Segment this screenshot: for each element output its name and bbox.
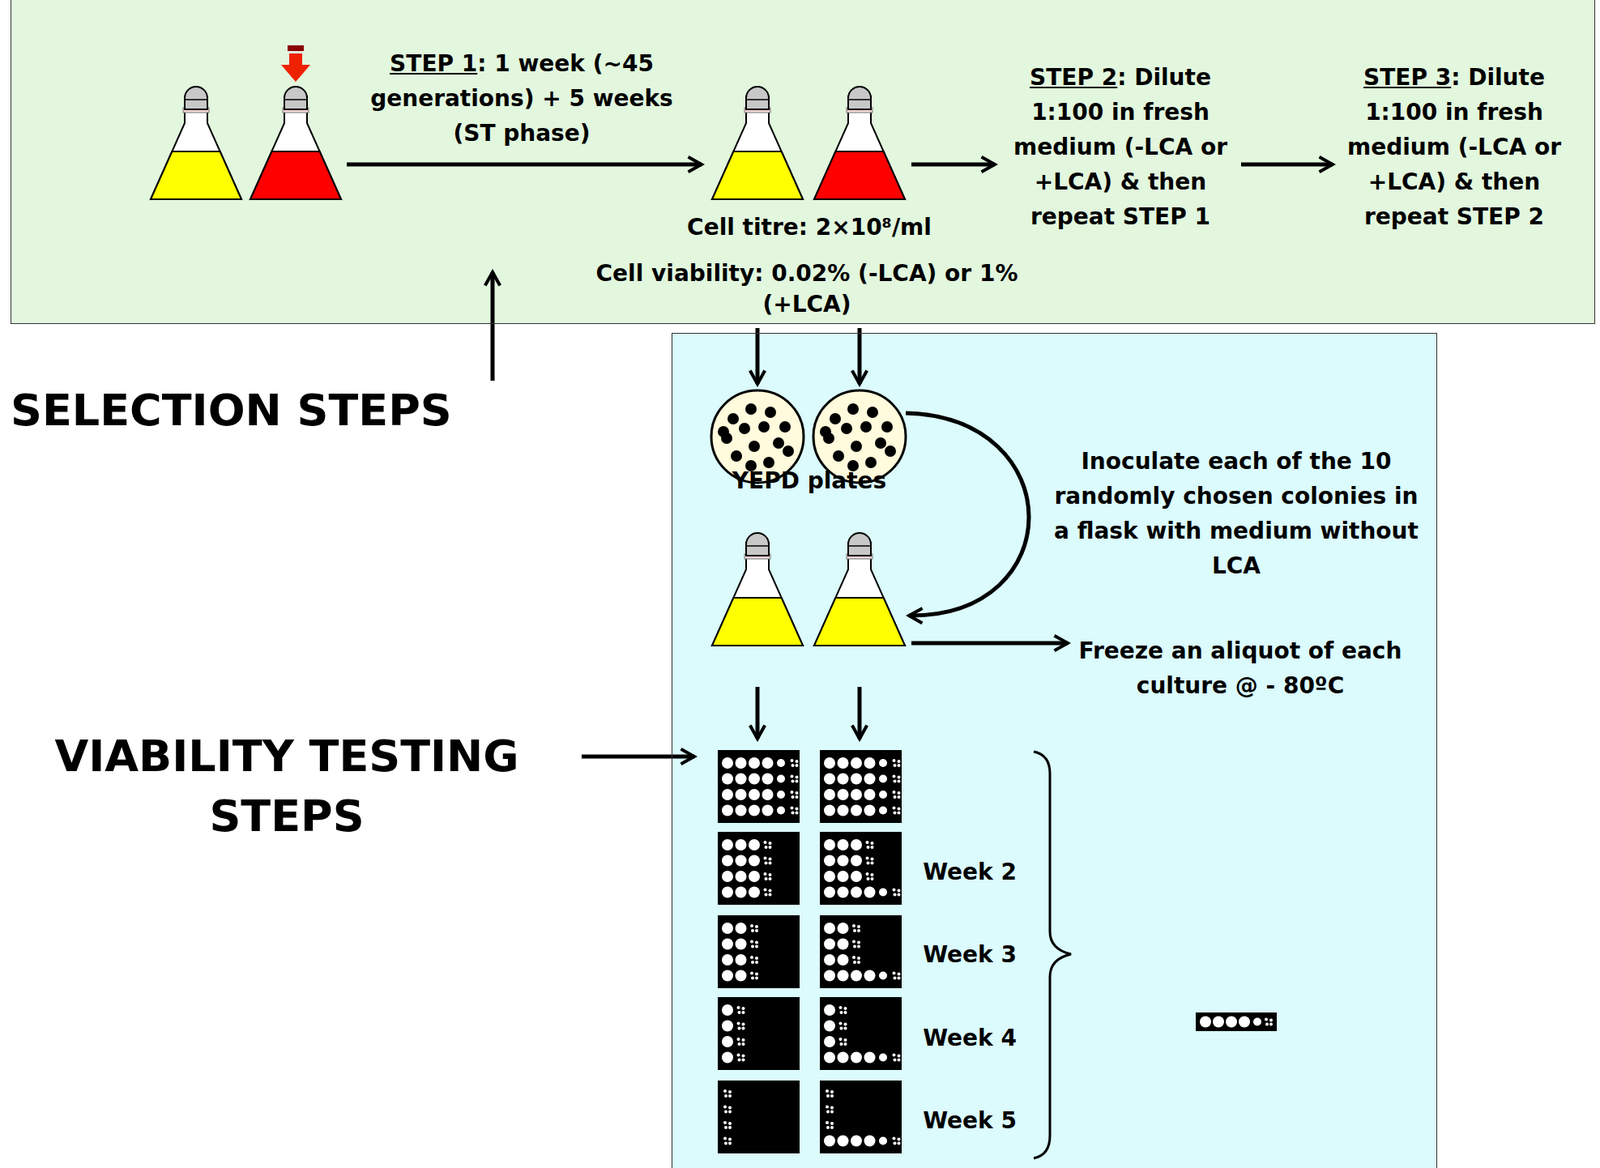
spot-plate — [717, 832, 800, 905]
flask — [814, 533, 905, 646]
spot-plate — [819, 1080, 902, 1154]
spot-plate — [717, 915, 800, 989]
step-text: Week 3 — [908, 937, 1031, 973]
spot-plate — [819, 915, 902, 989]
text-slot: Week 2 — [908, 854, 1031, 890]
bracket — [1033, 751, 1071, 1159]
step-text: Week 4 — [908, 1020, 1031, 1056]
text-slot: Cell viability: 0.02% (-LCA) or 1% (+LCA… — [571, 258, 1042, 320]
panel-fill — [671, 332, 1438, 1168]
flask — [250, 86, 342, 200]
text-slot: Week 3 — [908, 937, 1031, 973]
text-slot: Freeze an aliquot of each culture @ - 80… — [1062, 633, 1419, 704]
text-slot: Week 5 — [908, 1103, 1031, 1139]
addition-arrow — [281, 45, 311, 82]
flask — [712, 533, 803, 646]
section-label: SELECTION STEPS — [10, 380, 562, 441]
text-slot: Inoculate each of the 10 randomly chosen… — [1049, 443, 1423, 584]
spot-plate — [819, 832, 902, 905]
label-slot: VIABILITY TESTING STEPS — [3, 726, 571, 847]
flask — [712, 86, 803, 200]
text-slot: Week 4 — [908, 1020, 1031, 1056]
text-slot: Cell titre: 2×10⁸/ml — [639, 209, 980, 245]
text-slot: STEP 2: Dilute 1:100 in fresh medium (-L… — [1006, 59, 1234, 235]
spot-plate — [717, 997, 800, 1071]
spot-plate — [819, 997, 902, 1071]
step-text: Freeze an aliquot of each culture @ - 80… — [1062, 633, 1419, 704]
step-text: YEPD plates — [712, 463, 907, 499]
text-slot: YEPD plates — [712, 463, 907, 499]
step-text: STEP 2: Dilute 1:100 in fresh medium (-L… — [1006, 59, 1234, 235]
step-text: Cell titre: 2×10⁸/ml — [639, 209, 980, 245]
step-text: Cell viability: 0.02% (-LCA) or 1% (+LCA… — [571, 258, 1042, 320]
spot-plate — [717, 750, 800, 824]
step-text: Week 2 — [908, 854, 1031, 890]
selection-panel: STEP 1: 1 week (~45 generations) + 5 wee… — [10, 0, 1596, 325]
spot-plate — [717, 1080, 800, 1154]
step-text: STEP 1: 1 week (~45 generations) + 5 wee… — [359, 46, 684, 151]
label-slot: SELECTION STEPS — [10, 380, 562, 441]
flask — [150, 86, 242, 200]
step-text: Inoculate each of the 10 randomly chosen… — [1049, 443, 1423, 584]
panel-fill — [10, 0, 1596, 325]
step-text: Week 5 — [908, 1103, 1031, 1139]
viability-panel: YEPD plates Inoculate each of the 10 rand… — [671, 332, 1438, 1168]
text-slot: STEP 1: 1 week (~45 generations) + 5 wee… — [359, 46, 684, 151]
spot-strip — [1195, 1012, 1277, 1032]
spot-plate — [819, 750, 902, 824]
step-text: STEP 3: Dilute 1:100 in fresh medium (-L… — [1340, 59, 1568, 235]
flask — [814, 86, 905, 200]
illustration — [150, 45, 1277, 1154]
section-label: VIABILITY TESTING STEPS — [3, 726, 571, 847]
text-slot: STEP 3: Dilute 1:100 in fresh medium (-L… — [1340, 59, 1568, 235]
